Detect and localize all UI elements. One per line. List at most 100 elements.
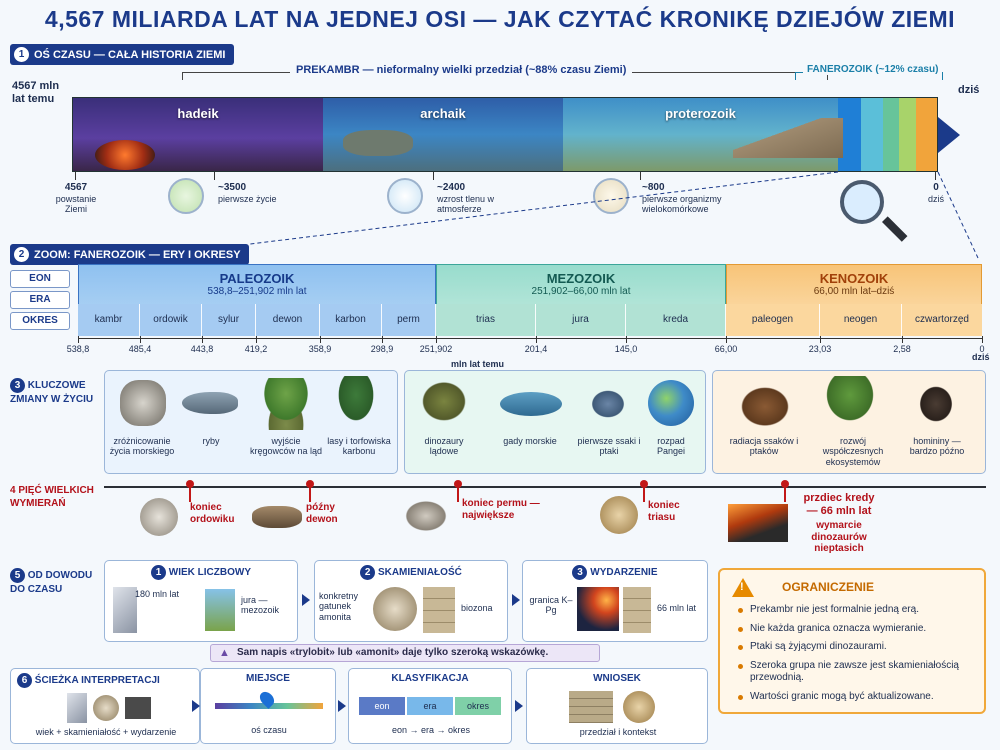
section-5-label: 5 OD DOWODU DO CZASU <box>10 568 93 595</box>
evidence-card-numeric-age: 1 WIEK LICZBOWY 180 mln lat jura — mezoz… <box>104 560 298 642</box>
timeline-start-label: 4567 mln lat temu <box>12 80 60 105</box>
armored-fish-fossil-icon <box>252 506 302 528</box>
crystal-small-icon <box>67 693 87 723</box>
period-tick-mark <box>320 336 321 343</box>
period-ordovician: ordowik <box>140 304 202 336</box>
life-item-2: wyjście kręgowców na ląd <box>249 436 323 457</box>
path-step-classification: KLASYFIKACJA eon era okres eon → era → o… <box>348 668 512 744</box>
period-tick-label: 23,03 <box>808 344 832 354</box>
zoom-connector-lines <box>249 171 979 259</box>
phanerozoic-mini-bands <box>838 98 937 171</box>
limitations-box: ! OGRANICZENIE Prekambr nie jest formaln… <box>718 568 986 714</box>
path-step-conclusion: WNIOSEK przedział i kontekst <box>526 668 708 744</box>
ammonite-species-icon <box>373 587 417 631</box>
fish-icon <box>182 392 238 414</box>
period-tick-label: 201,4 <box>524 344 548 354</box>
limitation-4: Wartości granic mogą być aktualizowane. <box>738 691 978 704</box>
period-cambrian: kambr <box>78 304 140 336</box>
limitation-2: Ptaki są żyjącymi dinozaurami. <box>738 641 978 654</box>
period-triassic: trias <box>436 304 536 336</box>
extinction-0: koniec ordowiku <box>190 502 235 525</box>
marine-reptile-icon <box>500 392 562 416</box>
period-tick-mark <box>78 336 79 343</box>
period-axis <box>78 338 982 339</box>
period-quaternary: czwartorzęd <box>902 304 982 336</box>
rock-small-icon <box>125 697 151 719</box>
oxygen-bubbles-icon <box>387 178 423 214</box>
pangea-globe-icon <box>648 380 694 426</box>
period-tick-label: 538,8 <box>66 344 90 354</box>
extinction-4: przdiec kredy — 66 mln lat <box>803 492 875 517</box>
limitations-list: Prekambr nie jest formalnie jedną erą. N… <box>738 604 978 709</box>
extinction-axis <box>104 486 986 488</box>
limitation-0: Prekambr nie jest formalnie jedną erą. <box>738 604 978 617</box>
periods-row: kambr ordowik sylur dewon karbon perm tr… <box>78 300 982 336</box>
period-neogene: neogen <box>820 304 902 336</box>
period-tick-label: 251,902 <box>419 344 453 354</box>
path-step-place: MIEJSCE oś czasu <box>200 668 336 744</box>
period-tick-label: 485,4 <box>128 344 152 354</box>
evidence-card-event: 3 WYDARZENIE granica K–Pg 66 mln lat <box>522 560 708 642</box>
period-cretaceous: kreda <box>626 304 726 336</box>
stromatolite-illustration <box>343 130 413 156</box>
eon-timeline-bar: hadeik archaik proterozoik <box>72 97 938 172</box>
early-bird-icon <box>584 384 632 424</box>
period-silurian: sylur <box>202 304 256 336</box>
period-tick-mark <box>536 336 537 343</box>
extinction-3: koniec triasu <box>648 500 680 523</box>
mammals-birds-icon <box>730 378 800 430</box>
limitation-3: Szeroka grupa nie zawsze jest skamieniał… <box>738 660 978 685</box>
period-tick-mark <box>256 336 257 343</box>
axis-unit: mln lat temu <box>451 359 505 369</box>
timeline-arrow-head <box>938 117 960 153</box>
landscape-card-icon <box>205 589 235 631</box>
magnifier-icon <box>840 180 884 224</box>
limitations-title: OGRANICZENIE <box>782 580 875 594</box>
life-item-8: radiacja ssaków i ptaków <box>729 436 799 457</box>
bacteria-icon <box>168 178 204 214</box>
path-step-evidence: 6 ŚCIEŻKA INTERPRETACJI wiek + skamienia… <box>10 668 200 744</box>
period-tick-mark <box>820 336 821 343</box>
period-tick-mark <box>140 336 141 343</box>
rock-strata-icon <box>423 587 455 633</box>
period-tick-label: 2,58 <box>893 344 911 354</box>
section-1-label: 1 OŚ CZASU — CAŁA HISTORIA ZIEMI <box>10 44 234 65</box>
lava-rock-illustration <box>95 140 155 170</box>
period-tick-label: 443,8 <box>190 344 214 354</box>
extinction-note: wymarcie dinozaurów nieptasich <box>811 520 867 554</box>
asteroid-icon <box>577 587 619 631</box>
period-carboniferous: karbon <box>320 304 382 336</box>
warning-triangle-icon <box>732 578 754 597</box>
period-tick-label: 0 <box>979 344 985 354</box>
carboniferous-forest-icon <box>332 376 380 430</box>
period-tick-mark <box>726 336 727 343</box>
ammonite-fossil-icon <box>140 498 178 536</box>
period-permian: perm <box>382 304 436 336</box>
extinction-2: koniec permu — największe <box>462 498 540 521</box>
ammonite-conclusion-icon <box>623 691 655 723</box>
dimetrodon-skeleton-icon <box>396 494 456 538</box>
row-tag-period: OKRES <box>10 312 70 330</box>
period-tick-mark <box>982 336 983 343</box>
phanerozoic-label: FANEROZOIK (~12% czasu) <box>803 64 943 75</box>
dinosaur-icon <box>412 378 476 430</box>
period-tick-mark <box>902 336 903 343</box>
period-tick-label: 298,9 <box>370 344 394 354</box>
row-tag-eon: EON <box>10 270 70 288</box>
life-item-1: ryby <box>202 436 220 446</box>
strata-block-icon <box>569 691 613 723</box>
life-item-3: lasy i torfowiska karbonu <box>327 436 391 457</box>
boundary-strata-icon <box>623 587 651 633</box>
period-tick-label: 358,9 <box>308 344 332 354</box>
life-item-10: homininy — bardzo późno <box>909 436 965 457</box>
period-paleogene: paleogen <box>726 304 820 336</box>
timeline-end-label: dziś <box>958 84 980 96</box>
period-tick-label: 419,2 <box>244 344 268 354</box>
section-2-label: 2 ZOOM: FANEROZOIK — ERY I OKRESY <box>10 244 249 265</box>
tetrapod-icon <box>256 378 316 430</box>
life-item-9: rozwój współczesnych ekosystemów <box>822 436 884 467</box>
